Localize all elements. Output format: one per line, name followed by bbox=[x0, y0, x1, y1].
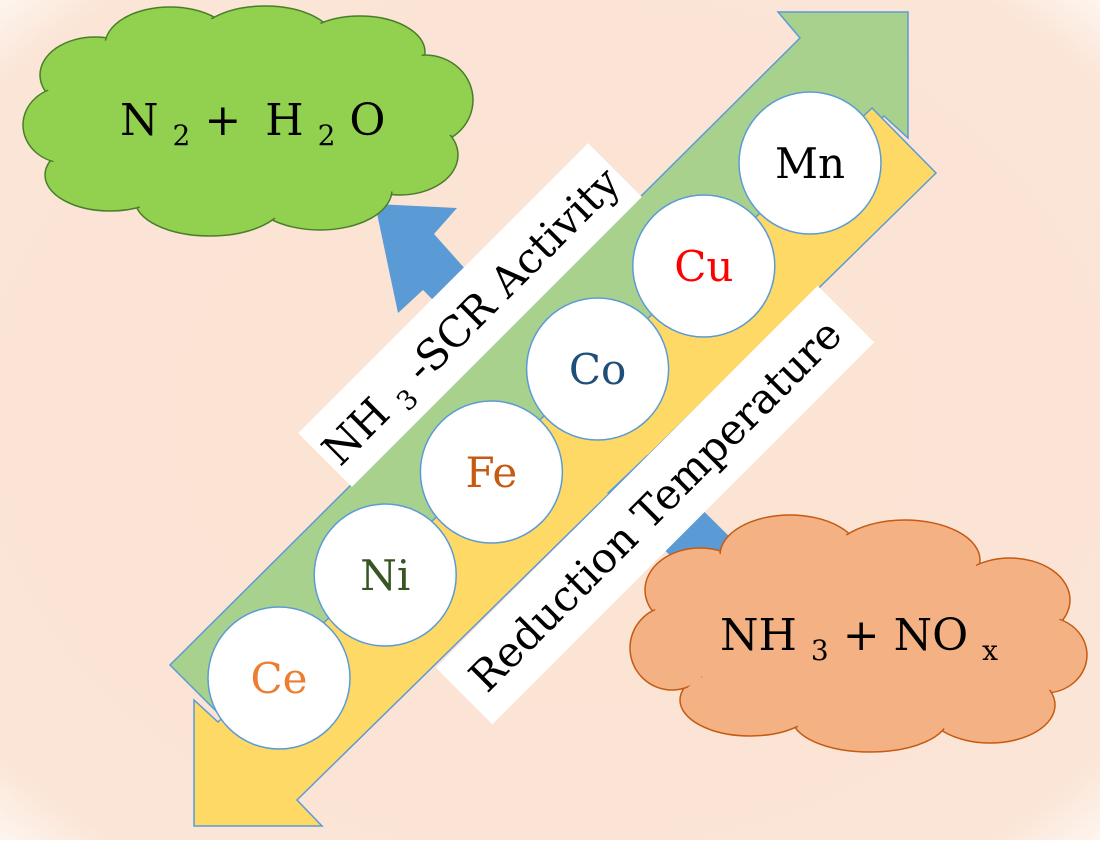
products-cloud: N 2 + H 2 O bbox=[22, 5, 474, 237]
products-h: H bbox=[265, 95, 303, 146]
reactants-plus: + bbox=[843, 610, 894, 661]
metal-circle bbox=[207, 606, 351, 750]
metal-circle bbox=[419, 400, 564, 544]
reactants-no-subscript: x bbox=[982, 634, 998, 667]
reactants-nh: NH bbox=[720, 610, 797, 661]
metal-symbol: Cu bbox=[674, 242, 733, 291]
products-o: O bbox=[349, 95, 385, 146]
metal-symbol: Ni bbox=[360, 551, 410, 600]
metal-symbol: Mn bbox=[775, 139, 845, 188]
metal-circle bbox=[313, 503, 457, 647]
metal-circle bbox=[525, 297, 670, 441]
metal-symbol: Co bbox=[569, 345, 626, 394]
metal-circle bbox=[738, 91, 882, 235]
metal-node-fe: Fe bbox=[419, 400, 564, 544]
metal-node-ce: Ce bbox=[207, 606, 351, 750]
metal-circles: Ce Ni Fe Co Cu Mn bbox=[207, 91, 882, 750]
reduction-label-box bbox=[435, 285, 875, 725]
metal-symbol: Fe bbox=[466, 448, 518, 497]
metal-circle bbox=[632, 194, 776, 338]
products-h-subscript: 2 bbox=[318, 119, 336, 152]
reactants-formula: NH 3 + NO x bbox=[720, 610, 998, 671]
metal-symbol: Ce bbox=[251, 654, 308, 703]
products-formula: N 2 + H 2 O bbox=[120, 95, 385, 156]
products-n: N bbox=[120, 95, 159, 146]
products-plus: + bbox=[204, 95, 255, 146]
products-n-subscript: 2 bbox=[173, 119, 191, 152]
metal-node-cu: Cu bbox=[632, 194, 776, 338]
activity-label-box bbox=[298, 143, 642, 487]
reactants-cloud: NH 3 + NO x bbox=[629, 514, 1088, 753]
reactants-no: NO bbox=[894, 610, 969, 661]
reactants-nh-subscript: 3 bbox=[811, 634, 829, 667]
metal-node-mn: Mn bbox=[738, 91, 882, 235]
metal-node-co: Co bbox=[525, 297, 670, 441]
metal-node-ni: Ni bbox=[313, 503, 457, 647]
